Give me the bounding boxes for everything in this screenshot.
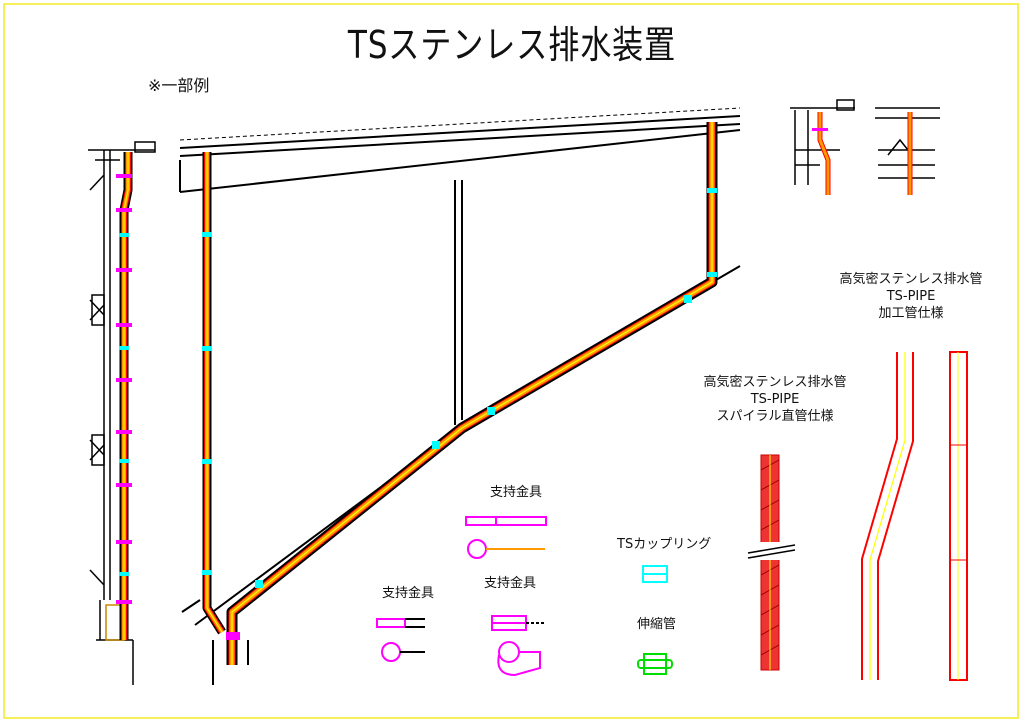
detail-views: [790, 99, 940, 185]
left-elevation: [88, 141, 156, 685]
support-bracket-icon-1: [465, 516, 547, 559]
page-frame: [3, 3, 1019, 719]
left-couplings: [119, 233, 129, 576]
spiral-pipe: [747, 454, 796, 671]
support-bracket-icon-3: [491, 615, 545, 677]
label-line: スパイラル直管仕様: [716, 409, 834, 424]
processed-pipe-label: 高気密ステンレス排水管 TS-PIPE 加工管仕様: [826, 271, 996, 322]
label-line: TS-PIPE: [750, 392, 800, 407]
support-label-3: 支持金具: [484, 576, 537, 591]
label-line: 加工管仕様: [878, 306, 944, 321]
bent-pipe: [861, 352, 914, 680]
main-structure: [179, 107, 741, 685]
example-note: ※一部例: [148, 76, 210, 95]
left-supports: [116, 174, 132, 604]
main-couplings: [202, 188, 717, 640]
main-pipe: [202, 122, 718, 665]
detail-pipes: [812, 112, 913, 195]
straight-pipe: [949, 351, 968, 681]
support-label-2: 支持金具: [382, 586, 435, 601]
page-title: TSステンレス排水装置: [347, 23, 677, 67]
coupling-label: TSカップリング: [617, 537, 712, 552]
support-bracket-icon-2: [376, 618, 425, 662]
expansion-pipe-icon: [637, 653, 673, 675]
left-pipe: [119, 152, 133, 640]
label-line: TS-PIPE: [886, 289, 936, 304]
ts-coupling-icon: [642, 565, 668, 583]
label-line: 高気密ステンレス排水管: [839, 272, 983, 287]
support-label-1: 支持金具: [490, 485, 543, 500]
spiral-pipe-label: 高気密ステンレス排水管 TS-PIPE スパイラル直管仕様: [690, 374, 860, 425]
label-line: 高気密ステンレス排水管: [703, 375, 847, 390]
expansion-label: 伸縮管: [637, 617, 677, 632]
